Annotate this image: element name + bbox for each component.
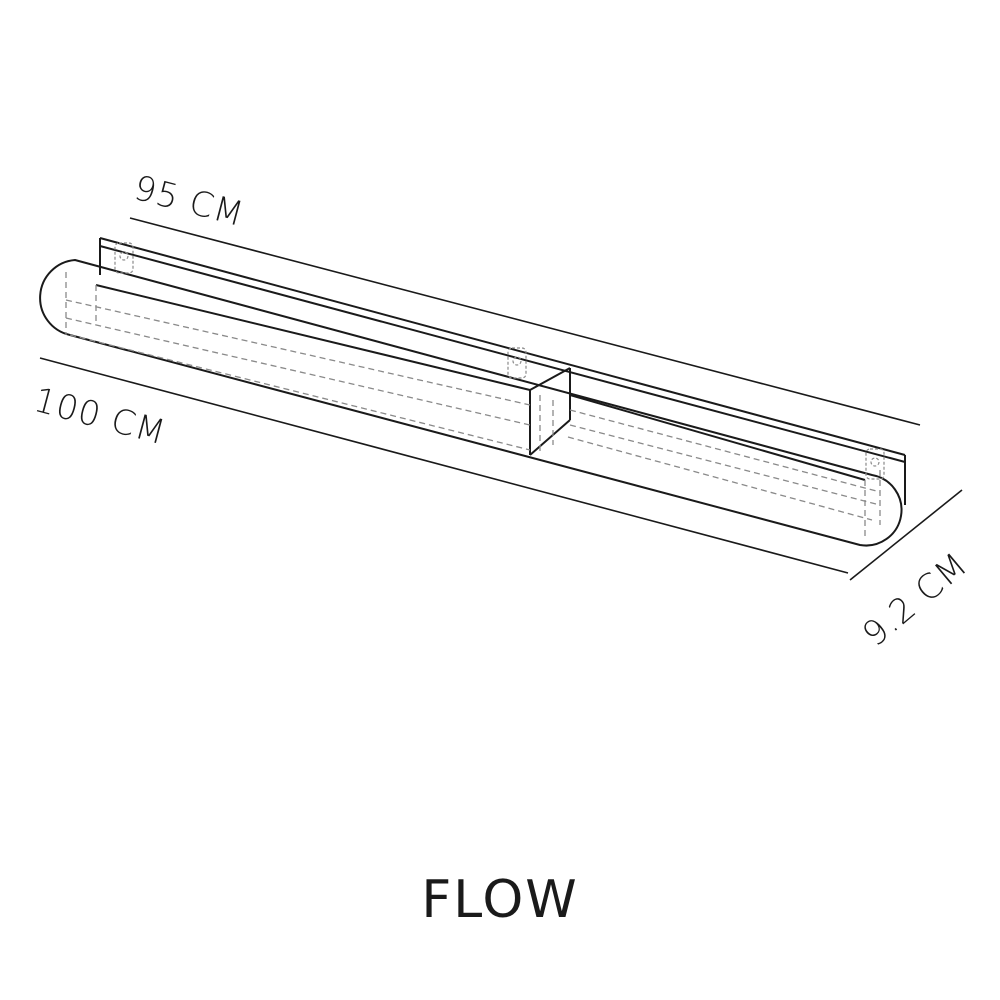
- mount-bracket-middle: [507, 347, 527, 379]
- dimension-line-100: [39, 357, 849, 574]
- dimension-line-95: [129, 217, 921, 426]
- product-name: FLOW: [421, 870, 579, 930]
- hidden-lines: [65, 272, 881, 540]
- mount-bracket-left: [114, 242, 134, 274]
- shelf-outline: [39, 237, 906, 547]
- dimension-line-92: [849, 489, 963, 581]
- mount-bracket-right: [865, 448, 885, 480]
- dimension-label-95: 95 CM: [130, 168, 249, 235]
- dimension-label-100: 100 CM: [30, 380, 171, 453]
